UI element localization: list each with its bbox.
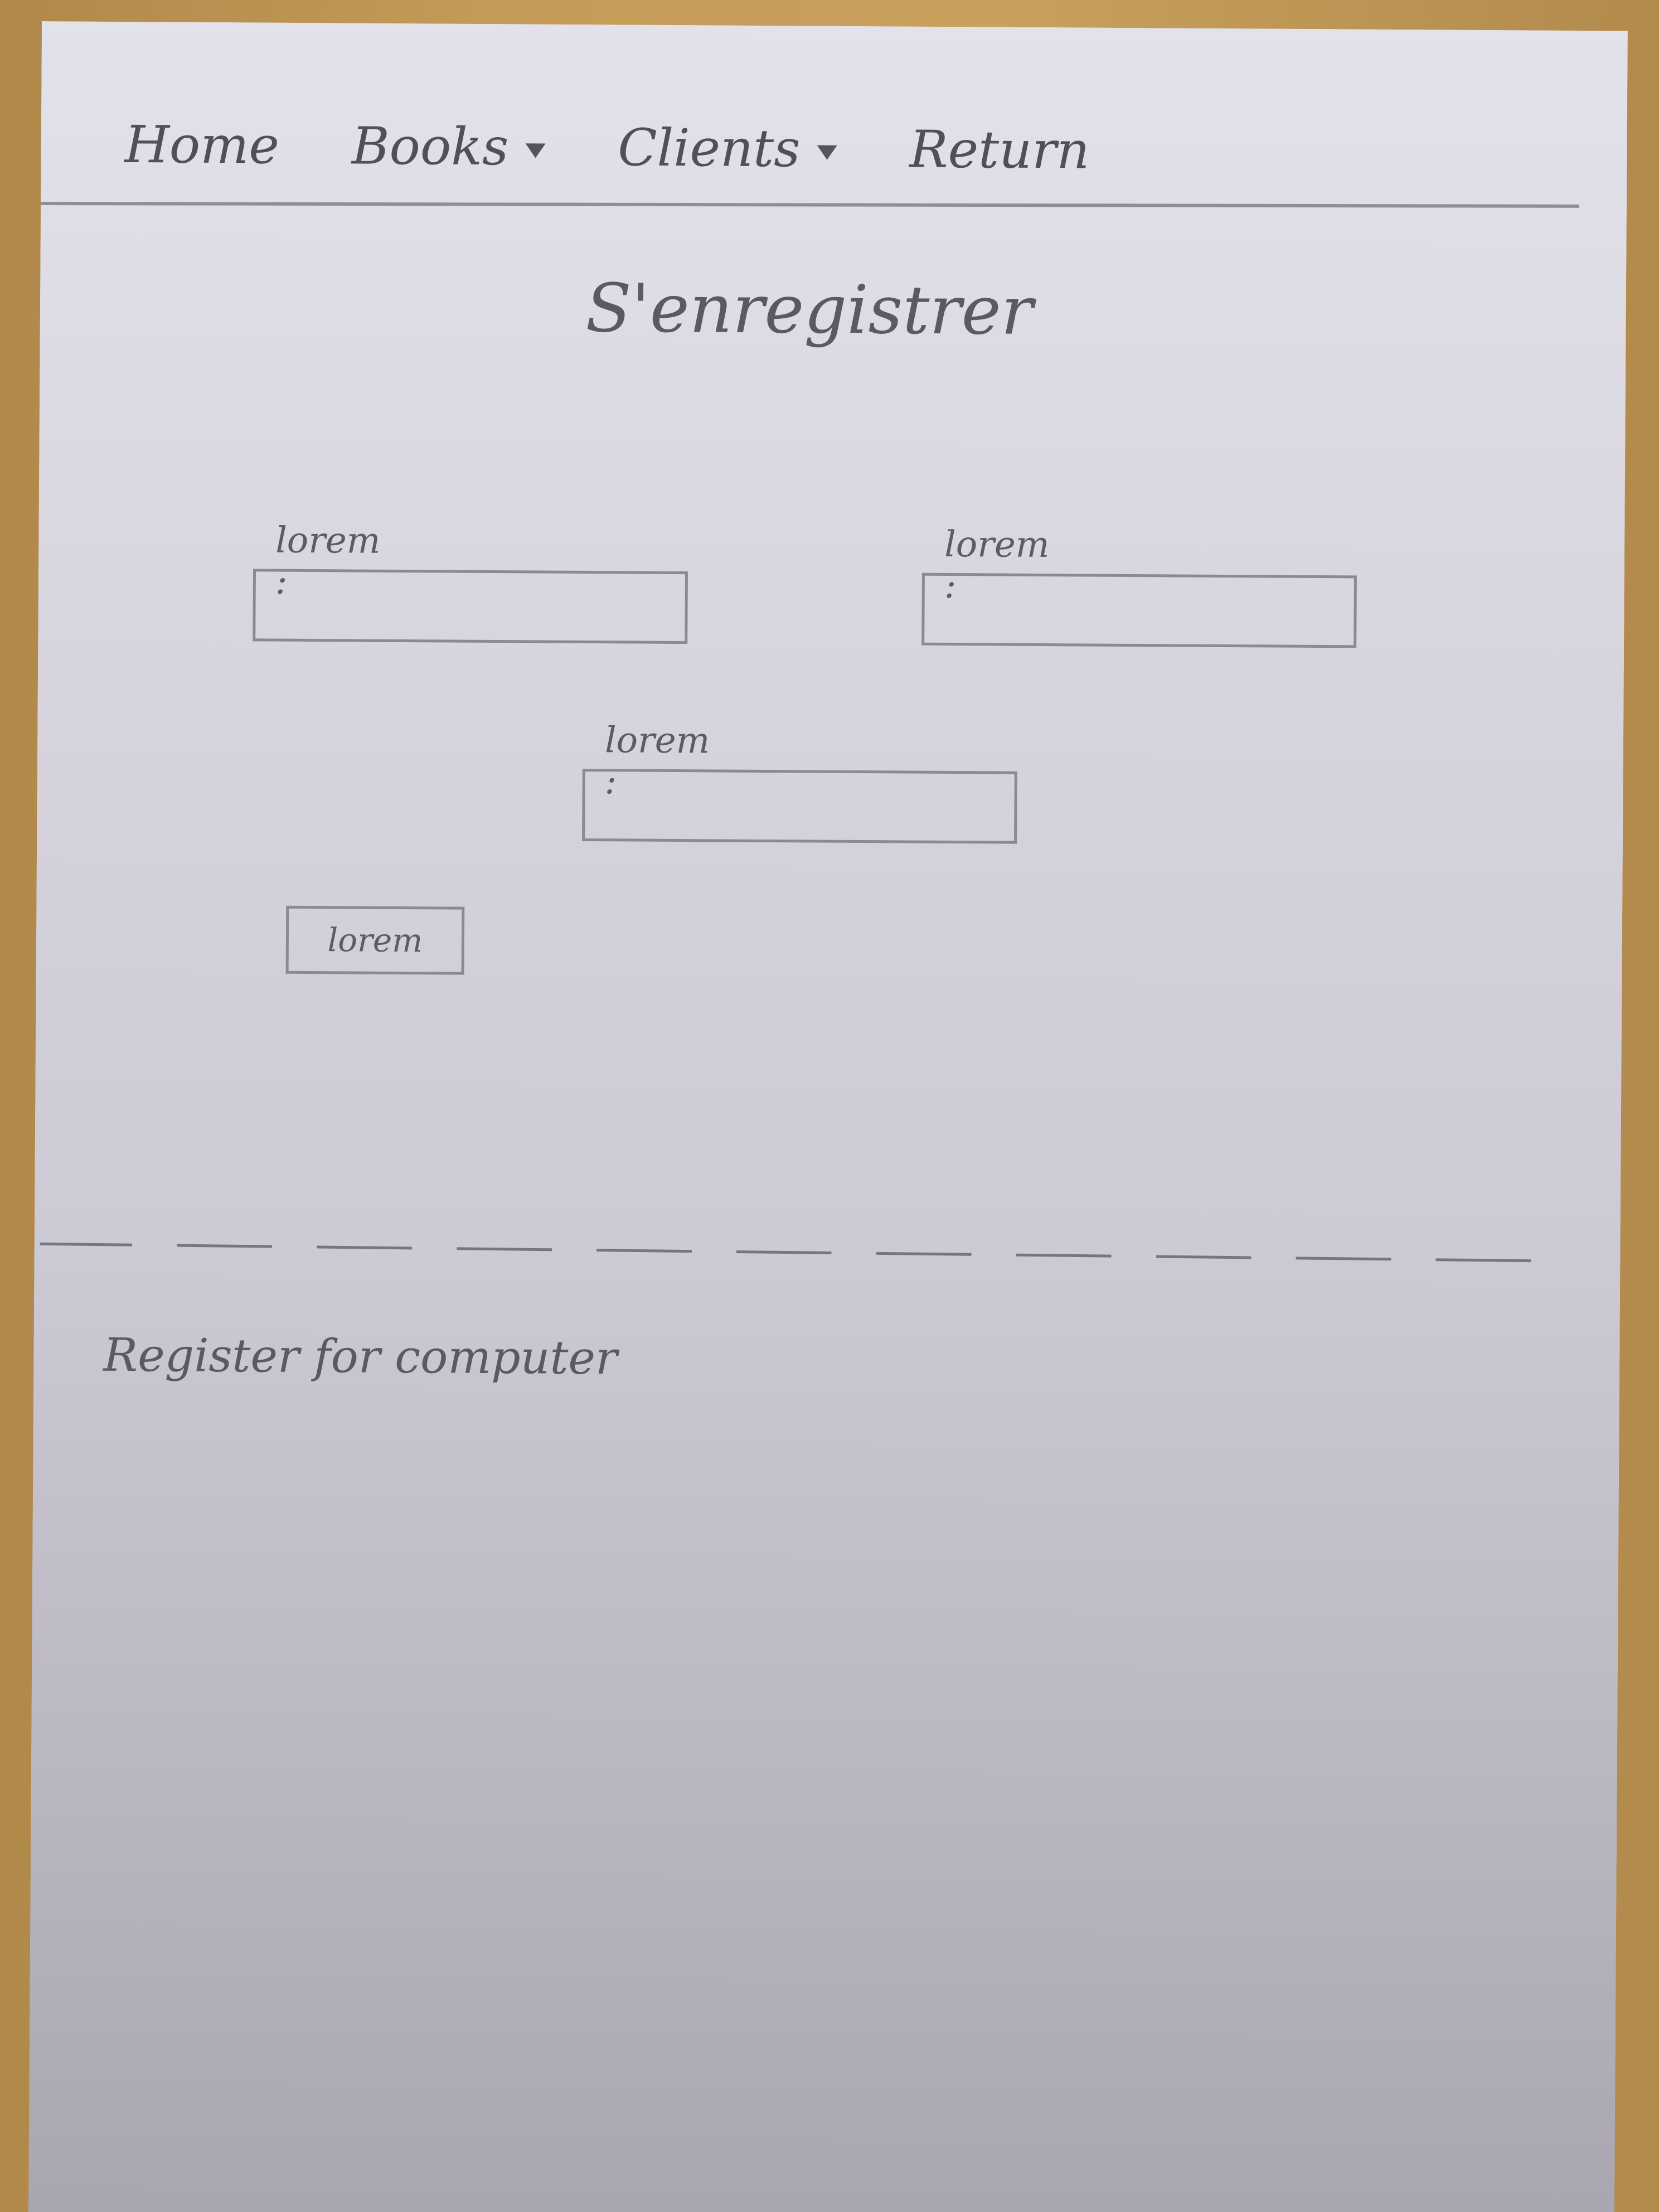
top-navigation: Home Books Clients Return (124, 105, 1090, 190)
nav-item-label: Return (909, 119, 1090, 180)
nav-item-home[interactable]: Home (124, 114, 279, 175)
caret-down-icon (817, 145, 837, 159)
text-input-2[interactable] (921, 573, 1357, 648)
section-heading: Register for computer (103, 1328, 618, 1385)
section-divider (40, 1243, 1568, 1263)
caret-down-icon (525, 143, 545, 158)
text-input-3[interactable] (582, 769, 1017, 844)
text-input-1[interactable] (253, 569, 688, 644)
nav-divider (41, 202, 1579, 208)
nav-item-label: Books (351, 115, 509, 177)
page-title: S'enregistrer (585, 269, 1034, 350)
nav-item-label: Clients (617, 117, 801, 178)
submit-button[interactable]: lorem (286, 906, 465, 975)
nav-item-label: Home (124, 114, 280, 176)
paper-sheet: Home Books Clients Return S'enregistrer … (28, 21, 1628, 2212)
nav-item-return[interactable]: Return (909, 119, 1090, 180)
nav-item-clients[interactable]: Clients (618, 118, 837, 178)
nav-item-books[interactable]: Books (352, 116, 546, 177)
